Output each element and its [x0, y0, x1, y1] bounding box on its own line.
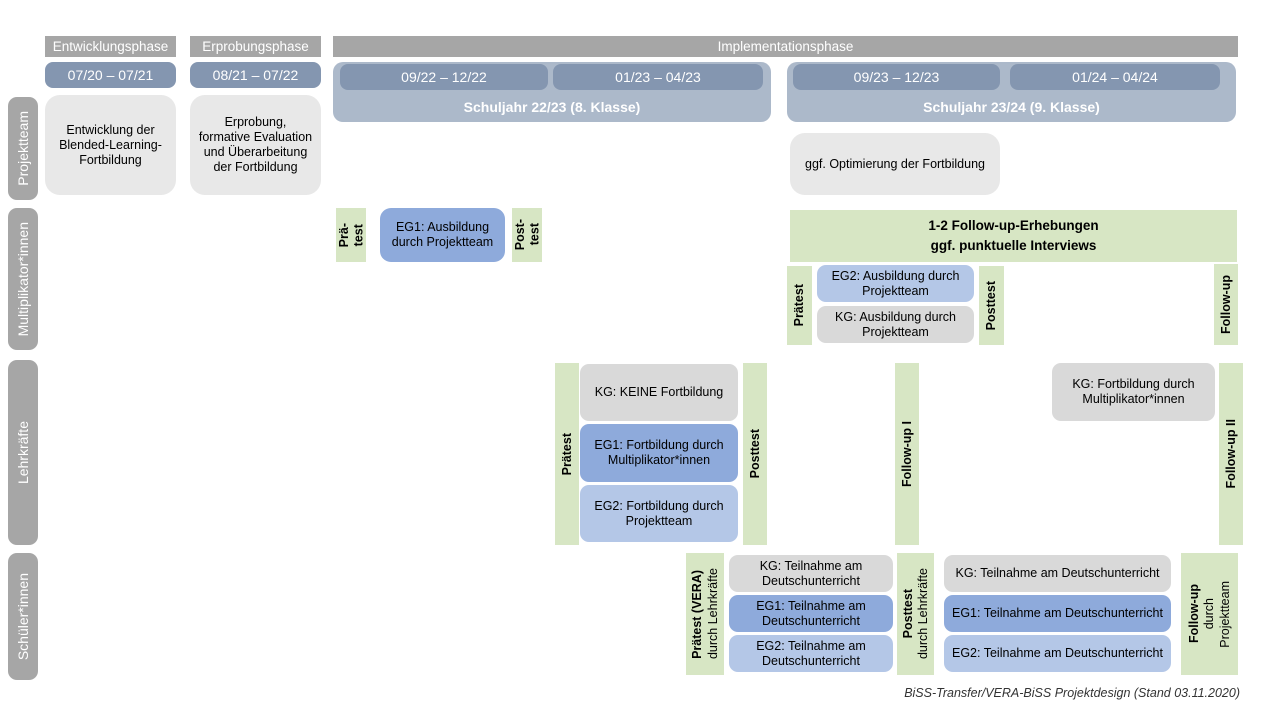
- date-bar-01-24: 01/24 – 04/24: [1010, 64, 1220, 90]
- bar-schueler-followup: Follow-up durch Projektteam: [1181, 553, 1238, 675]
- diagram-caption: BiSS-Transfer/VERA-BiSS Projektdesign (S…: [904, 686, 1240, 700]
- date-bar-entwicklung: 07/20 – 07/21: [45, 62, 176, 88]
- school-year-label-23-24: Schuljahr 23/24 (9. Klasse): [923, 99, 1100, 115]
- bar-mult-followup: Follow-up: [1214, 264, 1238, 345]
- bar-lehr-followup2: Follow-up II: [1219, 363, 1243, 545]
- box-mult-eg2-ausbildung: EG2: Ausbildung durch Projektteam: [817, 265, 974, 302]
- bar-lehr-followup2-text: Follow-up II: [1223, 419, 1238, 489]
- date-bar-09-22: 09/22 – 12/22: [340, 64, 548, 90]
- box-schueler-kg-teilnahme-1: KG: Teilnahme am Deutschunterricht: [729, 555, 893, 592]
- box-followup-erhebungen: 1-2 Follow-up-Erhebungen ggf. punktuelle…: [790, 210, 1237, 262]
- bar-schueler-followup-sub2: Projektteam: [1217, 580, 1232, 648]
- row-label-projektteam-text: Projektteam: [14, 111, 31, 186]
- phase-header-entwicklung: Entwicklungsphase: [45, 36, 176, 57]
- row-label-multiplikatorinnen-text: Multiplikator*innen: [14, 221, 31, 337]
- bar-lehr-followup1-text: Follow-up I: [899, 421, 914, 487]
- box-lehr-eg1-fortbildung: EG1: Fortbildung durch Multiplikator*inn…: [580, 424, 738, 482]
- bar-mult-praetest-split-text: Prä- test: [336, 222, 365, 248]
- bar-mult-posttest-text: Posttest: [984, 280, 999, 331]
- box-schueler-eg2-teilnahme-2: EG2: Teilnahme am Deutschunterricht: [944, 635, 1171, 672]
- date-bar-erprobung: 08/21 – 07/22: [190, 62, 321, 88]
- box-schueler-eg1-teilnahme-1: EG1: Teilnahme am Deutschunterricht: [729, 595, 893, 632]
- box-mult-eg1-ausbildung: EG1: Ausbildung durch Projektteam: [380, 208, 505, 262]
- bar-schueler-posttest: Posttest durch Lehrkräfte: [897, 553, 934, 675]
- bar-schueler-posttest-sub: durch Lehrkräfte: [916, 568, 930, 660]
- bar-schueler-posttest-main: Posttest: [900, 589, 915, 639]
- box-schueler-eg1-teilnahme-2: EG1: Teilnahme am Deutschunterricht: [944, 595, 1171, 632]
- bar-lehr-posttest: Posttest: [743, 363, 767, 545]
- bar-mult-posttest-split: Post- test: [512, 208, 542, 262]
- row-label-lehrkraefte: Lehrkräfte: [8, 360, 38, 545]
- row-label-lehrkraefte-text: Lehrkräfte: [14, 420, 31, 485]
- phase-header-erprobung: Erprobungsphase: [190, 36, 321, 57]
- bar-mult-praetest-text: Prätest: [792, 284, 807, 327]
- box-schueler-kg-teilnahme-2: KG: Teilnahme am Deutschunterricht: [944, 555, 1171, 592]
- box-schueler-eg2-teilnahme-1: EG2: Teilnahme am Deutschunterricht: [729, 635, 893, 672]
- box-lehr-kg-fortbildung: KG: Fortbildung durch Multiplikator*inne…: [1052, 363, 1215, 421]
- bar-mult-praetest-split: Prä- test: [336, 208, 366, 262]
- bar-schueler-praetest-vera-sub: durch Lehrkräfte: [705, 568, 720, 660]
- bar-schueler-praetest-vera: Prätest (VERA) durch Lehrkräfte: [686, 553, 724, 675]
- bar-lehr-praetest: Prätest: [555, 363, 579, 545]
- box-lehr-kg-keine: KG: KEINE Fortbildung: [580, 364, 738, 421]
- bar-lehr-followup1: Follow-up I: [895, 363, 919, 545]
- school-year-band-23-24: 09/23 – 12/23 01/24 – 04/24 Schuljahr 23…: [787, 62, 1236, 122]
- row-label-multiplikatorinnen: Multiplikator*innen: [8, 208, 38, 350]
- bar-lehr-posttest-text: Posttest: [747, 429, 762, 479]
- bar-schueler-praetest-vera-main: Prätest (VERA): [690, 569, 705, 659]
- bar-mult-posttest: Posttest: [979, 266, 1004, 345]
- row-label-schuelerinnen: Schüler*innen: [8, 553, 38, 680]
- box-entwicklung-fortbildung: Entwicklung der Blended-Learning-Fortbil…: [45, 95, 176, 195]
- date-bar-09-23: 09/23 – 12/23: [793, 64, 1000, 90]
- box-followup-erhebungen-text: 1-2 Follow-up-Erhebungen ggf. punktuelle…: [928, 218, 1099, 253]
- bar-lehr-praetest-text: Prätest: [559, 432, 574, 476]
- box-erprobung-evaluation: Erprobung, formative Evaluation und Über…: [190, 95, 321, 195]
- bar-schueler-followup-main: Follow-up: [1186, 584, 1201, 644]
- box-optimierung-fortbildung: ggf. Optimierung der Fortbildung: [790, 133, 1000, 195]
- box-mult-kg-ausbildung: KG: Ausbildung durch Projektteam: [817, 306, 974, 343]
- phase-header-implementation: Implementationsphase: [333, 36, 1238, 57]
- box-lehr-eg2-fortbildung: EG2: Fortbildung durch Projektteam: [580, 485, 738, 542]
- bar-mult-praetest: Prätest: [787, 266, 812, 345]
- date-bar-01-23: 01/23 – 04/23: [553, 64, 763, 90]
- bar-schueler-followup-sub1: durch: [1202, 598, 1217, 630]
- row-label-projektteam: Projektteam: [8, 97, 38, 200]
- row-label-schuelerinnen-text: Schüler*innen: [14, 572, 31, 661]
- school-year-band-22-23: 09/22 – 12/22 01/23 – 04/23 Schuljahr 22…: [333, 62, 771, 122]
- bar-mult-posttest-split-text: Post- test: [512, 219, 541, 251]
- bar-mult-followup-text: Follow-up: [1218, 274, 1233, 334]
- school-year-label-22-23: Schuljahr 22/23 (8. Klasse): [463, 99, 641, 115]
